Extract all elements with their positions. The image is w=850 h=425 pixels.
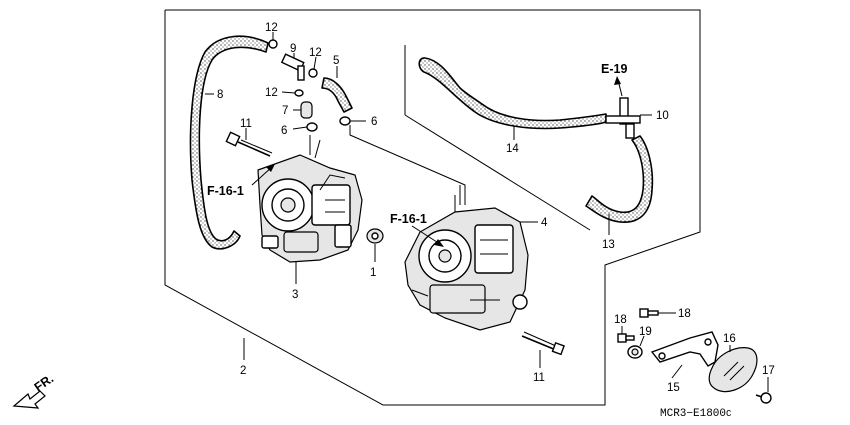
cover-16: [708, 347, 758, 393]
callout-17: 17: [762, 365, 775, 377]
clip-6-left: [306, 122, 318, 132]
callout-12-right: 12: [309, 47, 322, 59]
callout-1: 1: [370, 267, 376, 279]
ref-label-f16-left: F-16-1: [207, 184, 244, 198]
hose-13: [585, 135, 654, 223]
callout-leaders: [205, 32, 769, 392]
clip-12-top: [268, 39, 278, 49]
collar-19: [627, 345, 643, 359]
callout-7: 7: [282, 105, 288, 117]
callout-10: 10: [656, 110, 669, 122]
callout-14: 14: [506, 143, 519, 155]
callout-9: 9: [290, 43, 296, 55]
carburetor-4: [404, 185, 529, 331]
callout-15: 15: [667, 382, 680, 394]
ref-label-f16-right: F-16-1: [390, 212, 427, 226]
callout-16: 16: [723, 333, 736, 345]
callout-12-top: 12: [265, 22, 278, 34]
clip-12-right: [308, 68, 318, 78]
assembly-frame: [164, 9, 701, 406]
washer-1: [366, 228, 384, 244]
clip-12-mid: [294, 89, 304, 97]
hose-8: [189, 35, 269, 250]
front-marker-label: FR.: [32, 371, 57, 394]
fitting-9: [280, 53, 305, 81]
carburetor-3: [257, 135, 363, 263]
ref-arrow-e19: [614, 76, 623, 97]
callout-13: 13: [602, 239, 615, 251]
callout-18-upper: 18: [678, 308, 691, 320]
ref-label-e19: E-19: [601, 62, 627, 76]
callout-labels: 1 2 3 4 5 6 6 7 8 9 10 11 11 12 12 12 13…: [217, 22, 775, 394]
bolt-18-left: [617, 333, 635, 343]
clip-6-right: [339, 116, 351, 126]
callout-12-mid: 12: [265, 87, 278, 99]
callout-2: 2: [240, 365, 246, 377]
callout-5: 5: [333, 55, 339, 67]
bolt-11-lower: [521, 331, 565, 356]
callout-6-right: 6: [371, 116, 377, 128]
ref-arrow-f16-left: [251, 164, 275, 186]
joint-7: [300, 101, 313, 119]
ref-arrow-f16-right: [411, 225, 444, 247]
callout-6-left: 6: [281, 125, 287, 137]
bolt-18-upper: [639, 308, 659, 318]
callout-4: 4: [541, 217, 548, 229]
callout-8: 8: [217, 89, 223, 101]
bracket-15: [650, 331, 719, 367]
tee-fitting-10: [605, 97, 641, 139]
screw-17: [755, 392, 772, 404]
front-direction-arrow: [12, 390, 46, 409]
bolt-11-upper: [225, 131, 273, 157]
callout-19: 19: [639, 326, 652, 338]
hose-5: [321, 77, 353, 113]
callout-11-lower: 11: [533, 372, 545, 384]
leader-connectors: [314, 125, 466, 205]
callout-18-left: 18: [614, 314, 627, 326]
callout-3: 3: [292, 289, 298, 301]
diagram-code: MCR3−E1800C: [660, 408, 732, 420]
hose-14: [418, 57, 607, 130]
callout-11-upper: 11: [240, 118, 252, 130]
